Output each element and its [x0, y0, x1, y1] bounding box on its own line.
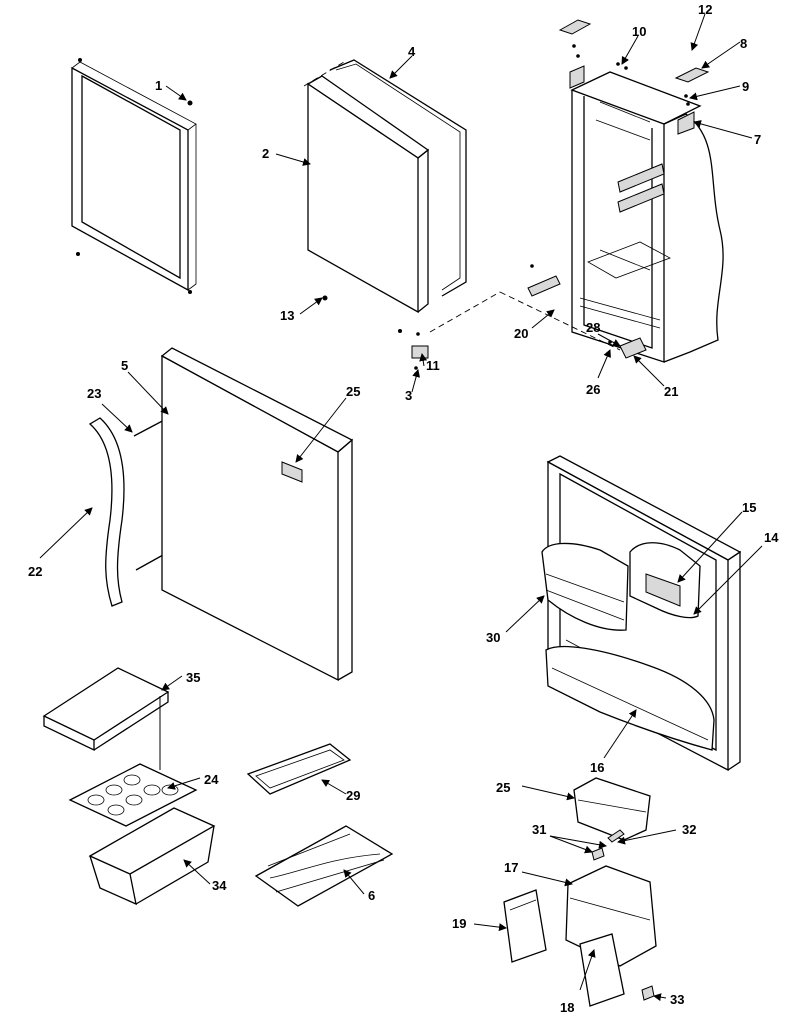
label-26: 26: [586, 382, 600, 397]
label-19: 19: [452, 916, 466, 931]
small-door-bin: [573, 777, 651, 841]
label-16: 16: [590, 760, 604, 775]
label-32: 32: [682, 822, 696, 837]
tray-29: [246, 743, 352, 795]
label-30: 30: [486, 630, 500, 645]
label-23: 23: [87, 386, 101, 401]
label-12: 12: [698, 2, 712, 17]
label-5: 5: [121, 358, 128, 373]
freezer-door-frame: [71, 58, 197, 294]
label-11: 11: [426, 358, 440, 373]
label-2: 2: [262, 146, 269, 161]
label-25-door: 25: [346, 384, 360, 399]
label-35: 35: [186, 670, 200, 685]
lower-door-bin: [545, 645, 715, 751]
label-24: 24: [204, 772, 219, 787]
lower-hinge-parts: [527, 264, 647, 359]
label-33: 33: [670, 992, 684, 1007]
label-13: 13: [280, 308, 294, 323]
label-7: 7: [754, 132, 761, 147]
freezer-door-panel: [306, 75, 430, 333]
crisper-tray: [254, 825, 394, 907]
label-34: 34: [212, 878, 227, 893]
label-8: 8: [740, 36, 747, 51]
label-18: 18: [560, 1000, 574, 1013]
leader-lines: [39, 13, 763, 1002]
dispenser-clips: [591, 829, 625, 861]
door-gasket: [303, 59, 467, 297]
small-clip: [641, 985, 655, 1001]
label-29: 29: [346, 788, 360, 803]
label-28: 28: [586, 320, 600, 335]
upper-door-bin: [541, 542, 629, 631]
label-17: 17: [504, 860, 518, 875]
label-25-bin: 25: [496, 780, 510, 795]
label-10: 10: [632, 24, 646, 39]
label-4: 4: [408, 44, 416, 59]
label-22: 22: [28, 564, 42, 579]
label-6: 6: [368, 888, 375, 903]
label-1: 1: [155, 78, 162, 93]
ice-tray-cover: [42, 667, 170, 770]
fresh-food-door: [160, 347, 354, 682]
label-20: 20: [514, 326, 528, 341]
dispenser-cover: [503, 889, 547, 963]
label-21: 21: [664, 384, 678, 399]
label-14: 14: [764, 530, 779, 545]
refrigerator-cabinet: [429, 62, 724, 363]
part-labels: 1 2 3 4 5 6 7 8 9 10 11 12 13 14 15 16 1…: [28, 2, 779, 1013]
label-9: 9: [742, 79, 749, 94]
label-31: 31: [532, 822, 546, 837]
label-3: 3: [405, 388, 412, 403]
storage-bin: [88, 807, 216, 906]
door-handle: [88, 417, 125, 607]
dispenser-housing: [629, 542, 701, 619]
label-15: 15: [742, 500, 756, 515]
top-hinge-assembly: [558, 19, 710, 135]
